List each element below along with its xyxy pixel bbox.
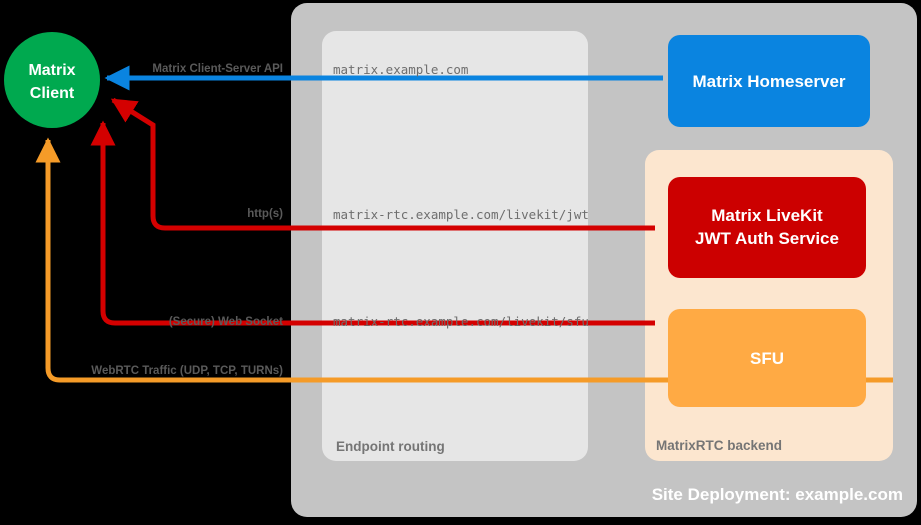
matrix-client-label-line2: Client	[30, 85, 75, 102]
jwt-auth-service-label-line2: JWT Auth Service	[695, 229, 839, 248]
matrix-homeserver-box	[668, 35, 870, 127]
node-matrix-client[interactable]: Matrix Client	[4, 32, 100, 128]
matrix-client-circle	[4, 32, 100, 128]
matrix-client-label-line1: Matrix	[28, 62, 75, 79]
flow-label-client-server-api: Matrix Client-Server API	[152, 63, 283, 75]
matrix-homeserver-label: Matrix Homeserver	[692, 72, 845, 91]
jwt-auth-service-box	[668, 177, 866, 278]
flow-label-sfu-websocket: (Secure) Web Socket	[169, 316, 283, 328]
node-sfu[interactable]: SFU	[668, 309, 866, 407]
endpoint-routing-panel	[322, 31, 588, 461]
sfu-box	[668, 309, 866, 407]
matrixrtc-backend-caption: MatrixRTC backend	[656, 438, 782, 453]
endpoint-livekit-sfu: matrix-rtc.example.com/livekit/sfu	[333, 314, 589, 329]
flow-arrow-webrtc-traffic	[35, 137, 893, 383]
flow-arrow-jwt-https	[110, 97, 655, 231]
endpoint-livekit-jwt: matrix-rtc.example.com/livekit/jwt	[333, 207, 589, 222]
endpoint-matrix-example-com: matrix.example.com	[333, 62, 468, 77]
flow-arrow-sfu-websocket	[90, 120, 655, 326]
flow-label-webrtc-traffic: WebRTC Traffic (UDP, TCP, TURNs)	[91, 365, 283, 377]
sfu-label: SFU	[750, 349, 784, 368]
flow-label-jwt-https: http(s)	[247, 208, 283, 220]
jwt-auth-service-label-line1: Matrix LiveKit	[711, 206, 823, 225]
node-jwt-auth-service[interactable]: Matrix LiveKit JWT Auth Service	[668, 177, 866, 278]
site-deployment-caption: Site Deployment: example.com	[652, 485, 903, 504]
node-matrix-homeserver[interactable]: Matrix Homeserver	[668, 35, 870, 127]
endpoint-routing-caption: Endpoint routing	[336, 439, 445, 454]
